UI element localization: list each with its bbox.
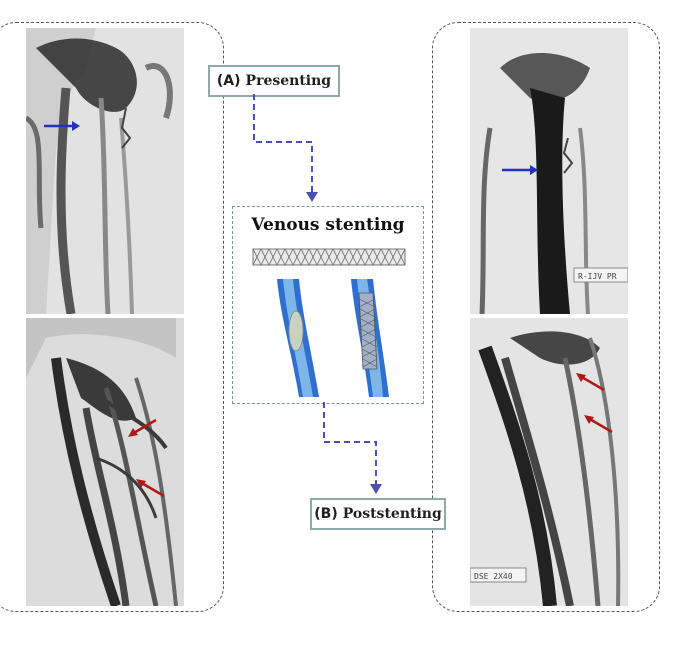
left-bottom-angiogram: [26, 318, 184, 606]
right-bottom-angiogram: DSE 2X40: [470, 318, 628, 606]
label-b-letter: (B): [314, 506, 338, 522]
vessel-with-stent: [351, 279, 389, 397]
figure-frame: R-IJV PR DSE 2X40 (A) Presenting: [0, 18, 660, 613]
label-a-letter: (A): [216, 73, 241, 89]
venous-stenting-title: Venous stenting: [251, 215, 405, 235]
right-bottom-red-arrow-1: [576, 373, 605, 392]
right-top-image-tag: R-IJV PR: [578, 272, 617, 281]
left-bottom-red-arrow-2: [136, 479, 165, 498]
venous-stenting-panel: Venous stenting: [232, 206, 424, 404]
right-top-blue-arrow: [502, 165, 538, 175]
right-top-angiogram: R-IJV PR: [470, 28, 628, 314]
stent-illustration: [252, 248, 406, 266]
right-bottom-image-tag: DSE 2X40: [474, 572, 513, 581]
left-bottom-red-arrow-1: [128, 418, 157, 437]
connector-stent-to-b: [323, 402, 382, 494]
label-a-text: Presenting: [245, 73, 332, 89]
left-top-angiogram: [26, 28, 184, 314]
right-panel-group: [432, 22, 660, 612]
label-presenting: (A) Presenting: [208, 65, 340, 97]
label-poststenting: (B) Poststenting: [310, 498, 446, 530]
connector-a-to-stent: [253, 94, 318, 202]
left-panel-group: [0, 22, 224, 612]
right-bottom-red-arrow-2: [584, 415, 613, 434]
label-b-text: Poststenting: [342, 506, 442, 522]
left-top-blue-arrow: [44, 121, 80, 131]
vessel-before-stent: [277, 279, 319, 397]
